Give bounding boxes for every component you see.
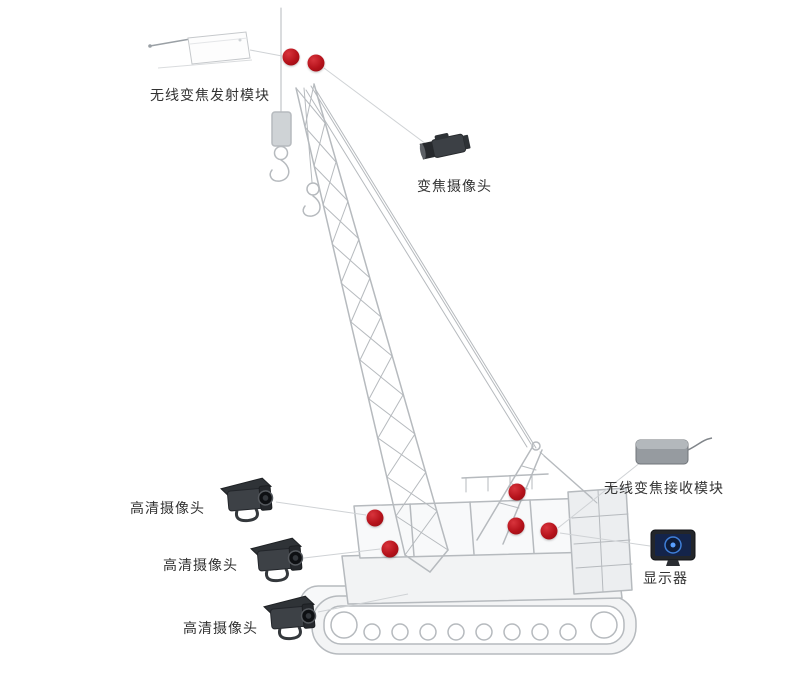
wireless-receiver-icon [635,437,713,465]
marker-boom-tip-2 [307,54,325,72]
marker-body-center-2 [507,517,525,535]
connector-lines [249,49,651,613]
marker-body-left-2 [381,540,399,558]
monitor-icon [650,529,696,566]
connector-hd-camera-3 [317,593,409,613]
marker-body-left-1 [366,509,384,527]
zoom-camera-icon [419,133,471,160]
connector-zoom-camera [323,67,431,148]
wireless-transmitter-icon [148,31,253,69]
label-wireless-zoom-receiver: 无线变焦接收模块 [604,481,724,497]
marker-body-center-1 [508,483,526,501]
label-zoom-camera: 变焦摄像头 [417,179,492,195]
connector-hd-camera-1 [275,501,367,516]
connector-receiver [557,461,642,529]
connector-transmitter [249,49,283,57]
marker-boom-tip-1 [282,48,300,66]
hd-camera-1-icon [218,475,276,525]
hd-camera-3-icon [261,593,319,643]
crane-illustration [269,7,637,655]
connector-monitor [559,532,651,547]
marker-body-right [540,522,558,540]
label-hd-camera-1: 高清摄像头 [130,501,205,517]
label-monitor: 显示器 [643,571,688,587]
label-hd-camera-2: 高清摄像头 [163,558,238,574]
connector-hd-camera-2 [303,548,381,559]
label-hd-camera-3: 高清摄像头 [183,621,258,637]
label-wireless-zoom-transmitter: 无线变焦发射模块 [150,88,270,104]
hd-camera-2-icon [248,535,306,585]
